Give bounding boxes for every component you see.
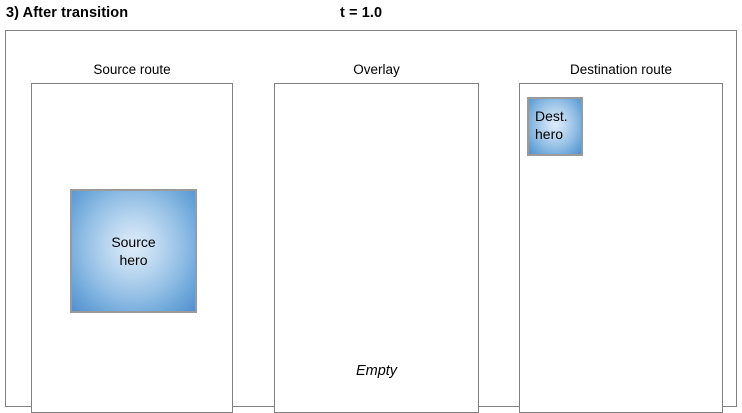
panel-overlay: Overlay Empty: [274, 62, 479, 413]
overlay-empty-label: Empty: [355, 363, 398, 379]
destination-hero-label-line2: hero: [535, 126, 564, 142]
source-hero-label-line1: Source: [111, 234, 156, 250]
source-hero-label-line2: hero: [119, 252, 148, 268]
diagram-header: 3) After transition t = 1.0: [0, 0, 742, 30]
panel-overlay-box: [274, 83, 479, 413]
source-hero-label: Source hero: [111, 233, 155, 269]
panel-destination-route-title: Destination route: [569, 62, 673, 77]
time-label: t = 1.0: [340, 5, 383, 21]
stage-frame: Source route Source hero Overlay Empty D…: [5, 30, 737, 413]
destination-hero-label-line1: Dest.: [535, 108, 568, 124]
step-title: 3) After transition: [6, 5, 129, 21]
panel-destination-route: Destination route Dest. hero: [519, 62, 723, 413]
panel-overlay-title: Overlay: [353, 62, 400, 77]
panel-source-route-title: Source route: [93, 62, 171, 77]
panel-source-route: Source route Source hero: [31, 62, 233, 413]
destination-hero-box[interactable]: Dest. hero: [527, 97, 583, 156]
source-hero-box[interactable]: Source hero: [70, 189, 197, 313]
